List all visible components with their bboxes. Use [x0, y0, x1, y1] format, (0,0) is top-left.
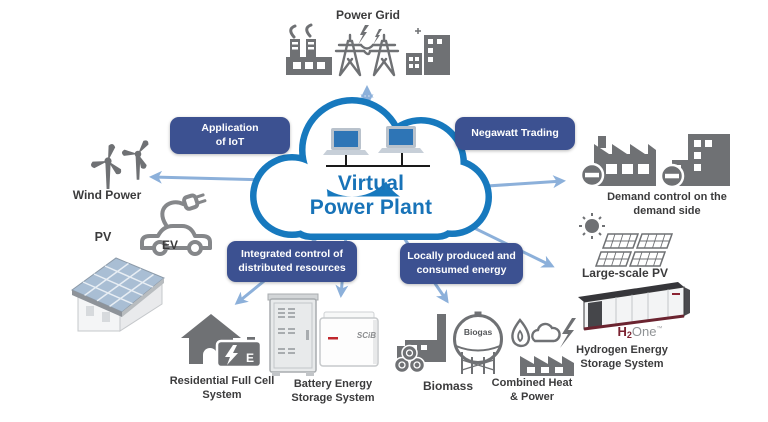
demand-icon-group — [579, 134, 730, 189]
battery-letter: E — [246, 351, 254, 365]
solar-house-icon — [71, 257, 165, 332]
cloud-title: Virtual Power Plant — [309, 172, 433, 220]
chp-factory-icon — [520, 356, 574, 376]
negawatt-box: Negawatt Trading — [455, 117, 575, 150]
power-grid-icon — [286, 23, 450, 77]
lightning-icon — [560, 318, 576, 348]
steam-cloud-icon — [531, 322, 561, 343]
integrated-control-box: Integrated control of distributed resour… — [227, 241, 357, 282]
residential-label: Residential Full Cell System — [169, 375, 275, 402]
battery-label: Battery Energy Storage System — [291, 378, 375, 405]
sun-icon — [579, 213, 605, 239]
iot-box: Application of IoT — [170, 117, 290, 154]
battery-module-icon — [319, 311, 379, 367]
hydrogen-label: Hydrogen Energy Storage System — [576, 344, 668, 371]
h2one-logo: H2One™ — [600, 325, 680, 340]
h2one-sub: 2 — [626, 330, 632, 340]
biogas-tank-icon — [453, 311, 503, 374]
container-icon — [578, 282, 690, 331]
ev-plug-car-icon — [140, 193, 212, 256]
h2one-h: H — [617, 324, 627, 339]
ev-label: EV — [161, 238, 178, 252]
building-minus-icon — [659, 134, 730, 189]
wind-turbine-icon — [91, 140, 149, 189]
biomass-factory-icon — [393, 314, 446, 374]
biogas-text: Biogas — [463, 327, 493, 337]
large-pv-label: Large-scale PV — [581, 266, 669, 280]
locally-produced-box: Locally produced and consumed energy — [400, 243, 523, 284]
h2one-tm: ™ — [656, 326, 663, 332]
demand-label: Demand control on the demand side — [607, 191, 727, 218]
flame-icon — [511, 318, 531, 348]
storage-cabinet-icon — [267, 293, 319, 376]
scib-text: SCiB — [356, 331, 376, 340]
house-battery-icon: E — [181, 314, 263, 369]
large-pv-icon — [579, 213, 674, 267]
chp-label: Combined Heat & Power — [491, 377, 573, 404]
biomass-label: Biomass — [422, 379, 474, 393]
power-grid-label: Power Grid — [335, 8, 400, 22]
network-computers-icon — [323, 126, 430, 167]
wind-power-label: Wind Power — [72, 188, 142, 202]
h2one-one: One — [631, 324, 657, 339]
chp-icon-group — [511, 318, 576, 376]
pv-label: PV — [94, 230, 112, 244]
factory-minus-icon — [579, 136, 656, 188]
solar-panel-icon — [594, 233, 674, 267]
